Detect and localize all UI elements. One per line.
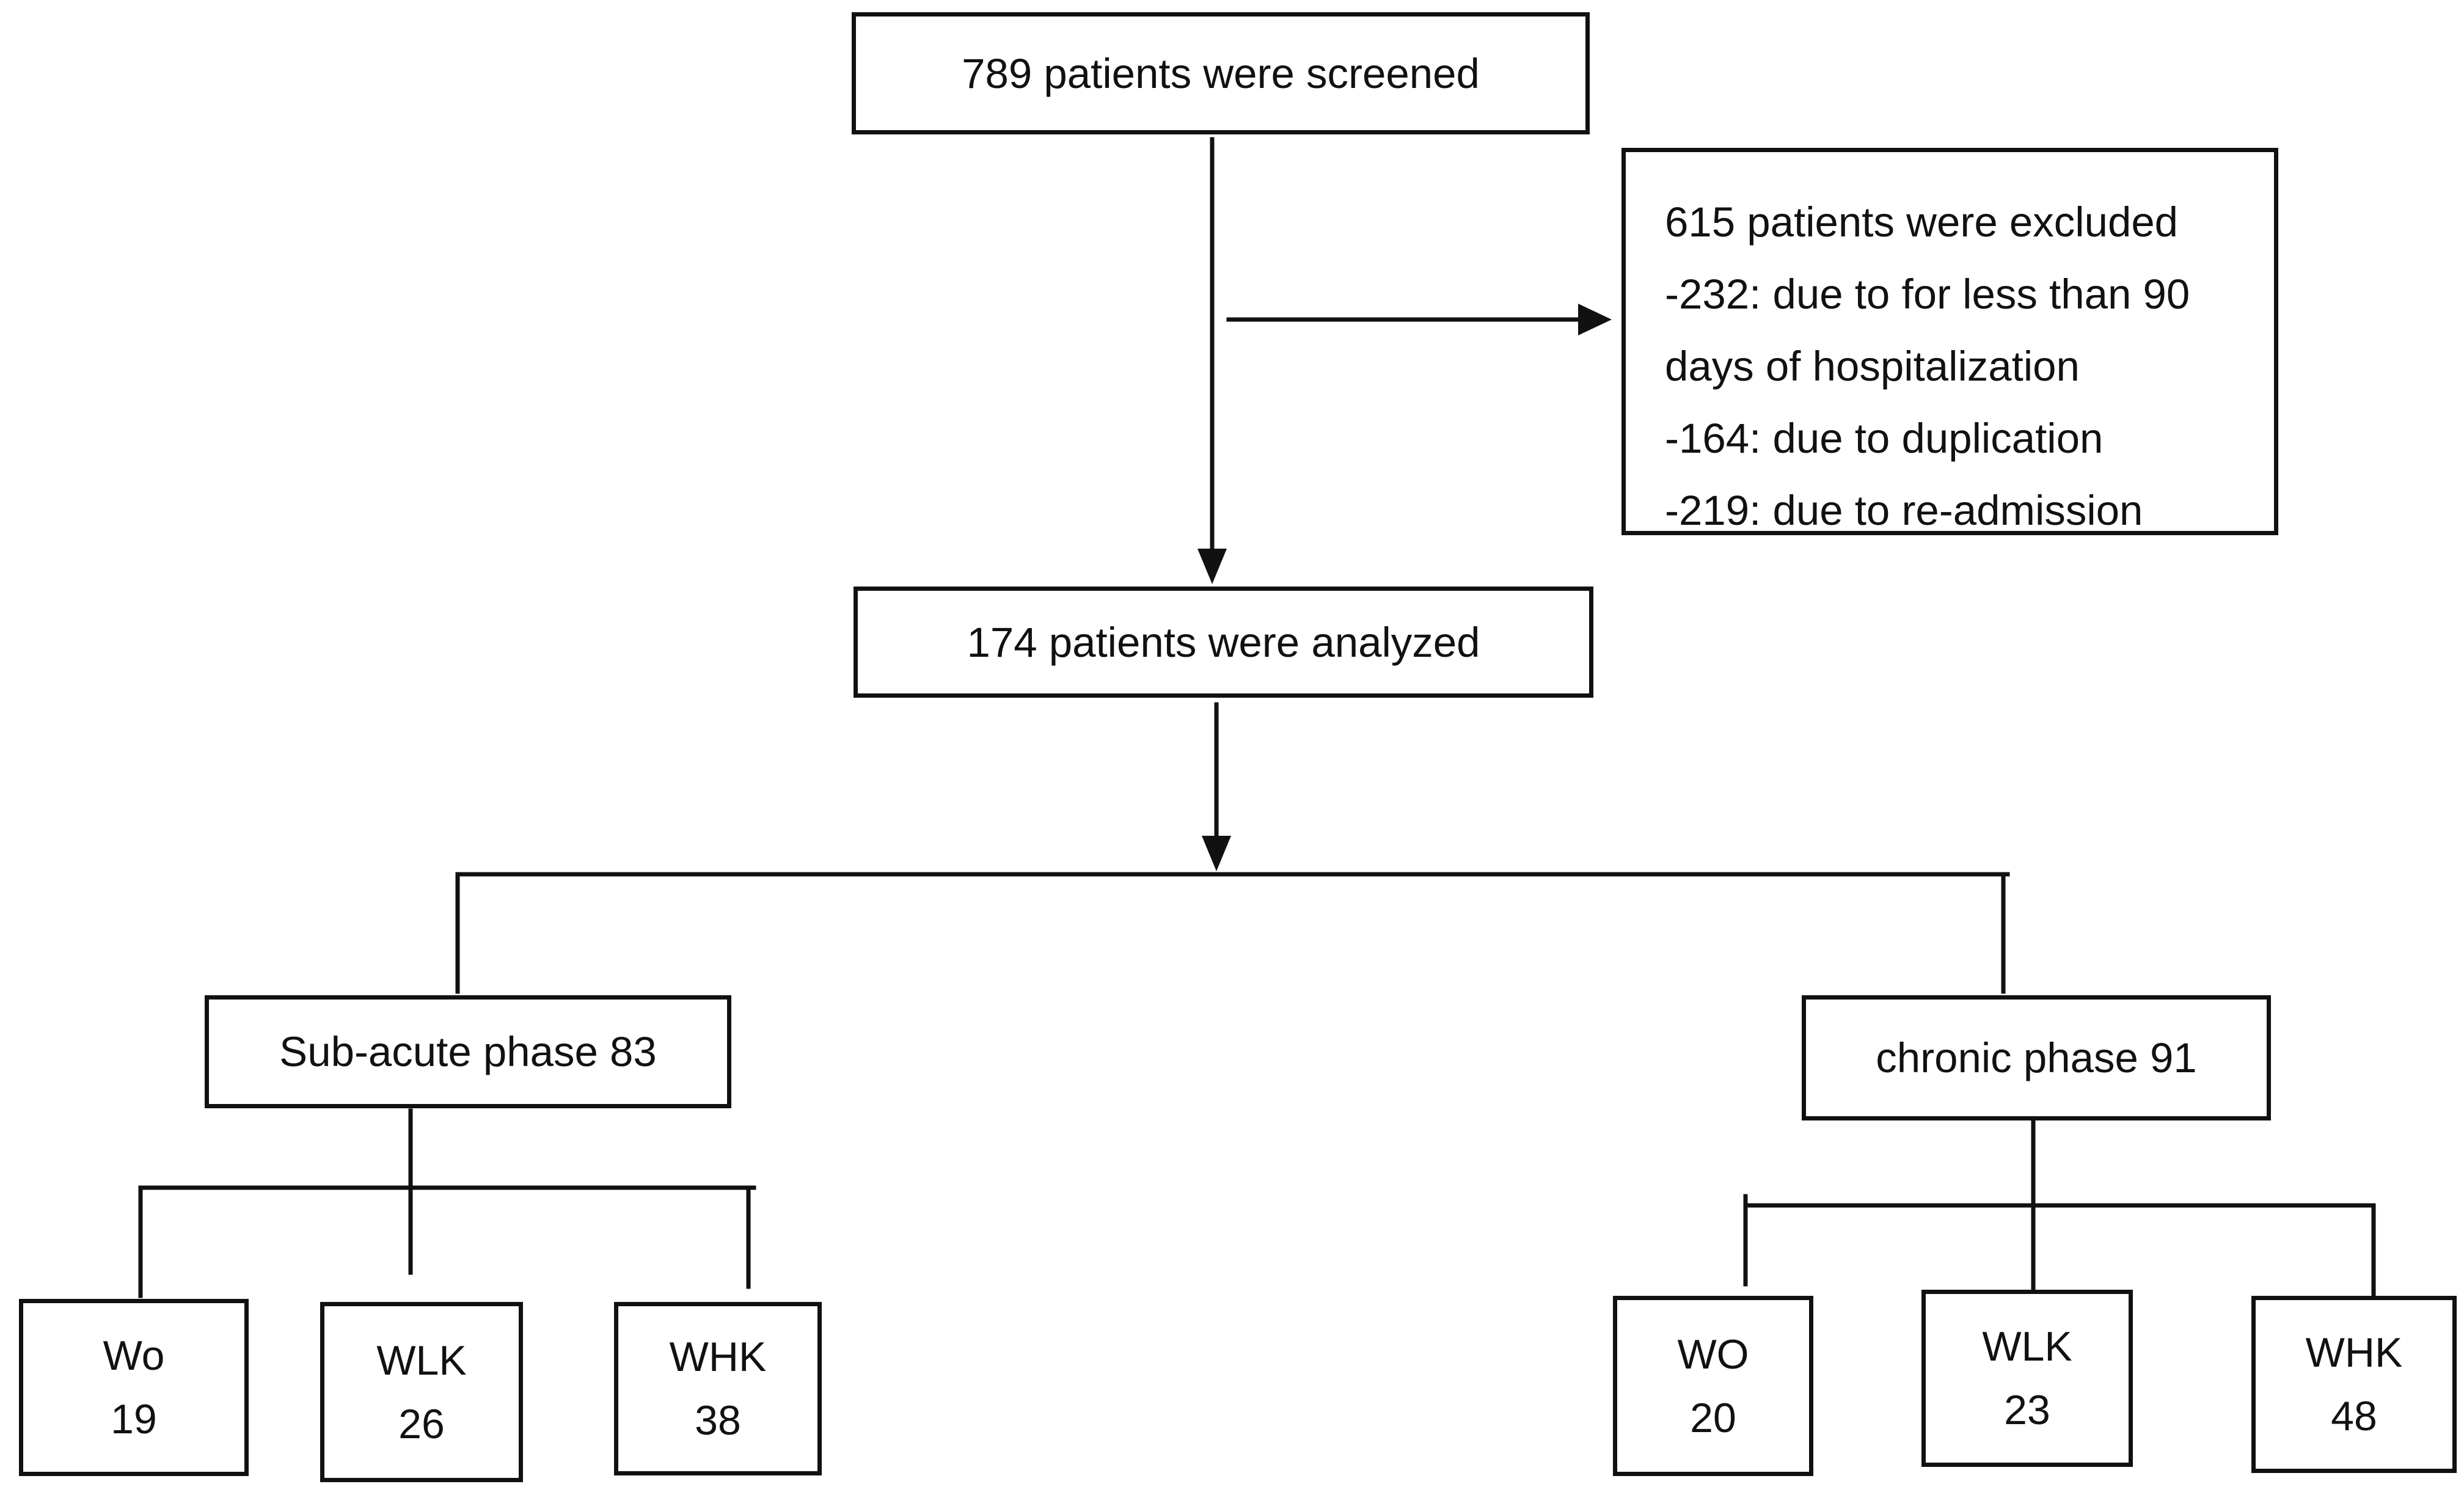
excluded-line-4: -164: due to duplication xyxy=(1665,415,2104,462)
group-count: 48 xyxy=(2331,1393,2377,1439)
analyzed-box: 174 patients were analyzed xyxy=(854,587,1593,698)
group-name: WLK xyxy=(1982,1323,2072,1370)
arrowhead-to-split xyxy=(1202,836,1231,871)
subacute-group-box-whk: WHK 38 xyxy=(614,1302,822,1475)
screened-label: 789 patients were screened xyxy=(962,49,1480,97)
arrowhead-to-analyzed xyxy=(1197,549,1227,584)
analyzed-label: 174 patients were analyzed xyxy=(967,618,1480,666)
group-name: WLK xyxy=(376,1337,467,1384)
chronic-group-box-whk: WHK 48 xyxy=(2251,1296,2457,1473)
subacute-phase-box: Sub-acute phase 83 xyxy=(205,995,731,1108)
arrowhead-to-excluded xyxy=(1578,304,1612,335)
excluded-line-5: -219: due to re-admission xyxy=(1665,487,2143,534)
subacute-phase-label: Sub-acute phase 83 xyxy=(279,1028,657,1075)
group-count: 26 xyxy=(398,1400,445,1447)
chronic-phase-label: chronic phase 91 xyxy=(1876,1034,2197,1081)
group-name: WHK xyxy=(669,1334,767,1380)
subacute-group-box-wo: Wo 19 xyxy=(19,1299,249,1476)
excluded-line-3: days of hospitalization xyxy=(1665,343,2080,390)
excluded-line-2: -232: due to for less than 90 xyxy=(1665,271,2190,318)
group-name: WO xyxy=(1677,1331,1749,1378)
excluded-box: 615 patients were excluded -232: due to … xyxy=(1621,148,2278,535)
group-name: Wo xyxy=(103,1332,165,1379)
group-count: 19 xyxy=(111,1396,157,1442)
group-count: 20 xyxy=(1690,1394,1736,1441)
chronic-phase-box: chronic phase 91 xyxy=(1802,995,2271,1120)
group-count: 38 xyxy=(695,1397,741,1444)
chronic-group-box-wo: WO 20 xyxy=(1613,1296,1813,1476)
group-count: 23 xyxy=(2004,1387,2050,1433)
excluded-line-1: 615 patients were excluded xyxy=(1665,199,2179,246)
screened-box: 789 patients were screened xyxy=(852,12,1590,134)
subacute-group-box-wlk: WLK 26 xyxy=(320,1302,523,1482)
chronic-group-box-wlk: WLK 23 xyxy=(1921,1290,2133,1467)
group-name: WHK xyxy=(2305,1329,2403,1376)
